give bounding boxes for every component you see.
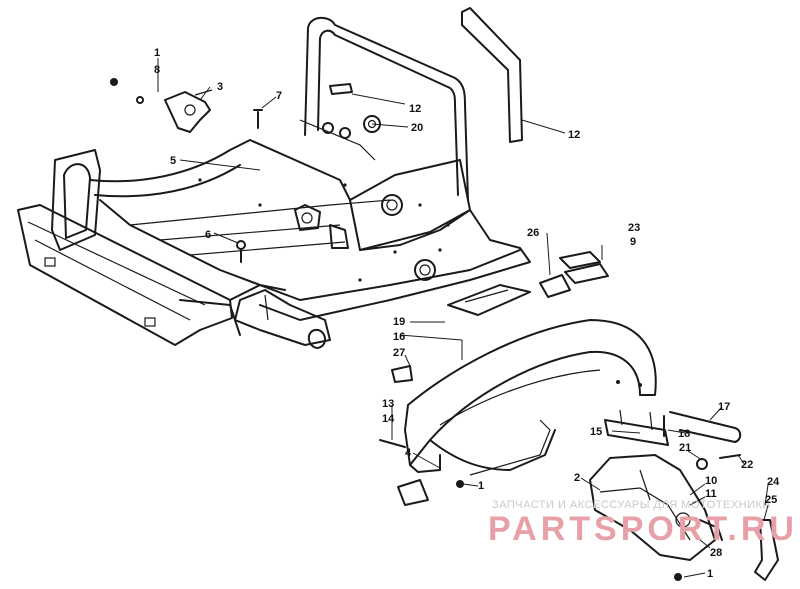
bolt-part: [253, 109, 263, 129]
callout-19: 19: [393, 316, 405, 328]
callout-7: 7: [276, 90, 282, 102]
washer-nut-part: [110, 78, 144, 104]
pivot-bolt-part: [236, 240, 246, 263]
fender-bolt: [379, 439, 406, 448]
callout-1-middle: 1: [478, 480, 484, 492]
watermark-brand: PARTSPORT.RU: [488, 510, 798, 548]
callout-24: 24: [767, 476, 780, 488]
callout-labels: 1 8 3 7 12 20 12 5 6 26 23 9 19 16 27 13…: [154, 47, 780, 580]
callout-8: 8: [154, 64, 160, 76]
fender-nut: [456, 480, 464, 488]
callout-2: 2: [574, 472, 580, 484]
hitch-arm-25: [754, 519, 779, 581]
watermark-caption: ЗАПЧАСТИ И АКСЕССУАРЫ ДЛЯ МОТОТЕХНИКИ: [492, 499, 771, 511]
callout-10: 10: [705, 475, 717, 487]
callout-12-right: 12: [568, 129, 580, 141]
callout-15: 15: [590, 426, 602, 438]
decal-26: [539, 274, 571, 298]
callout-21: 21: [679, 442, 691, 454]
callout-22: 22: [741, 459, 753, 471]
decal-19: [447, 284, 531, 316]
leader-lines: [157, 58, 769, 578]
bushing-21: [696, 458, 708, 470]
decal-23: [559, 251, 601, 269]
grab-handle-17: [669, 411, 742, 443]
mount-plate: [397, 479, 429, 506]
callout-11: 11: [705, 488, 717, 500]
callout-1-bottom: 1: [707, 568, 713, 580]
callout-26: 26: [527, 227, 539, 239]
callout-4: 4: [405, 447, 412, 459]
callout-20: 20: [411, 122, 423, 134]
callout-14: 14: [382, 413, 395, 425]
watermark: ЗАПЧАСТИ И АКСЕССУАРЫ ДЛЯ МОТОТЕХНИКИ PA…: [488, 499, 798, 548]
callout-5: 5: [170, 155, 176, 167]
fender-assembly: [404, 319, 657, 476]
callout-18: 18: [678, 428, 690, 440]
callout-12-upper: 12: [409, 103, 421, 115]
valve-assembly-part: [164, 89, 213, 133]
small-plate-part: [329, 83, 353, 95]
decal-9: [564, 263, 609, 284]
hitch-bracket-assembly: [589, 454, 723, 581]
hinge-bracket-15: [604, 409, 669, 446]
callout-16: 16: [393, 331, 405, 343]
callout-9: 9: [630, 236, 636, 248]
chassis-frame: [17, 16, 531, 349]
callout-25: 25: [765, 494, 777, 506]
bracket-27: [391, 365, 413, 383]
callout-27: 27: [393, 347, 405, 359]
callout-3: 3: [217, 81, 223, 93]
callout-6: 6: [205, 229, 211, 241]
pin-22: [719, 454, 741, 459]
brace-bar-part: [461, 7, 523, 143]
callout-23: 23: [628, 222, 640, 234]
callout-17: 17: [718, 401, 730, 413]
callout-1-top: 1: [154, 47, 160, 59]
callout-28: 28: [710, 547, 722, 559]
callout-13: 13: [382, 398, 394, 410]
